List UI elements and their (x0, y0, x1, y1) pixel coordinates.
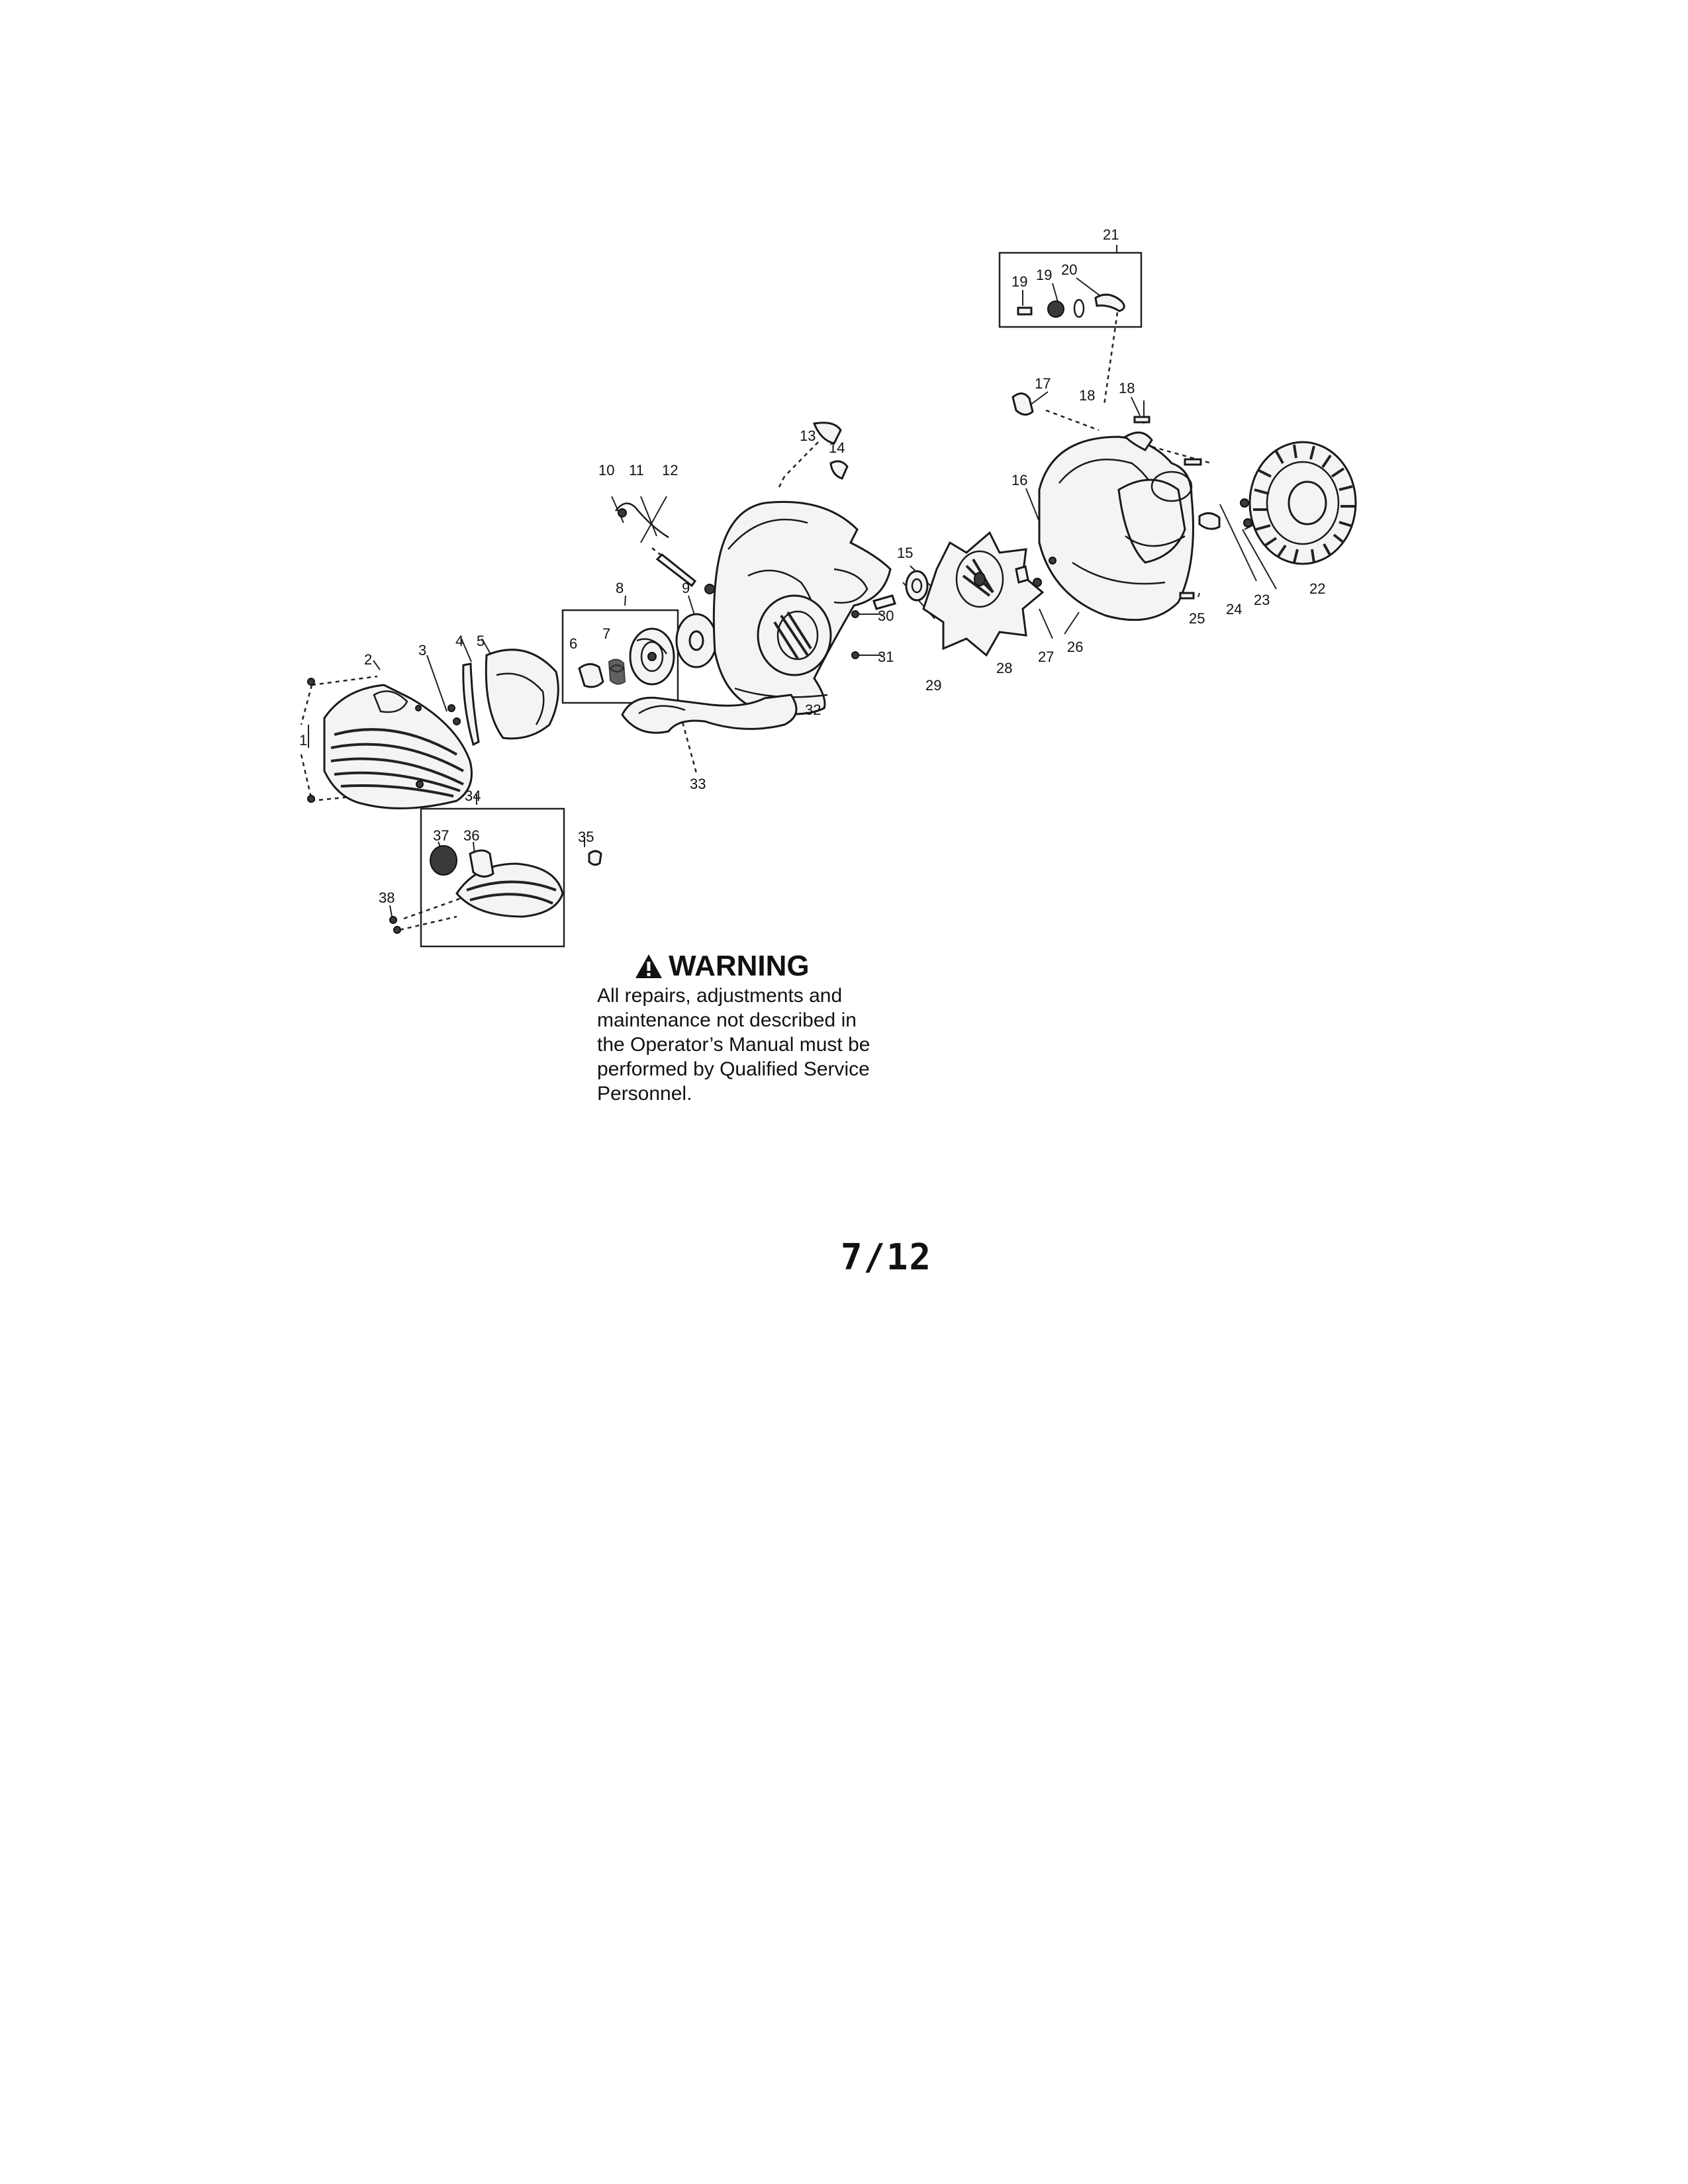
callout-37: 36 (463, 827, 479, 844)
callout-25: 24 (1226, 601, 1242, 617)
callout-6: 6 (569, 635, 577, 652)
callout-21: 20 (1061, 261, 1077, 278)
callout-39: 38 (379, 889, 395, 906)
kit-22-parts (1017, 293, 1125, 318)
callout-19a: 19 (1011, 273, 1027, 290)
callout-5: 5 (477, 633, 485, 649)
callout-15: 15 (897, 545, 913, 561)
nut-and-spacer (1015, 565, 1042, 587)
callout-34: 33 (690, 776, 706, 792)
callout-12: 12 (662, 462, 678, 478)
callout-19b: 18 (1119, 380, 1135, 396)
callout-27: 26 (1067, 639, 1083, 655)
warning-heading: WARNING (634, 952, 968, 981)
callout-30: 29 (925, 677, 941, 694)
callout-33: 32 (805, 702, 821, 718)
warning-body: All repairs, adjustments and maintenance… (597, 985, 870, 1105)
callout-1: 1 (299, 732, 307, 749)
warning-triangle-icon (635, 954, 662, 978)
wire-and-bolt (615, 502, 715, 594)
callout-18: 18 (1079, 387, 1095, 404)
callout-7: 7 (602, 625, 610, 642)
intake-grille-23 (1248, 441, 1357, 565)
callout-17: 17 (1035, 375, 1051, 392)
washer-9 (675, 613, 718, 668)
gasket-and-shroud (415, 649, 559, 747)
callout-14: 14 (829, 439, 845, 456)
front-cover-grille (307, 678, 473, 809)
callout-26: 25 (1189, 610, 1205, 627)
warning-title: WARNING (669, 950, 810, 982)
handle-34 (621, 694, 798, 734)
callout-2: 2 (364, 651, 372, 668)
callout-9: 9 (682, 580, 690, 596)
warning-notice: WARNING All repairs, adjustments and mai… (597, 952, 968, 1106)
callout-11: 11 (629, 462, 644, 478)
callout-38: 37 (433, 827, 449, 844)
callout-24: 23 (1254, 592, 1270, 608)
impeller-hardware (851, 570, 929, 659)
kit-box-22 (998, 251, 1143, 328)
fan-impeller-29 (922, 531, 1045, 657)
kit-box-35 (420, 807, 565, 948)
callout-13: 13 (800, 428, 816, 444)
callout-10: 10 (598, 462, 614, 478)
page-number: 7/12 (841, 1236, 933, 1278)
callout-31: 30 (878, 608, 894, 624)
callout-23: 22 (1309, 580, 1325, 597)
callout-35: 34 (465, 788, 481, 804)
housing-fasteners (1179, 498, 1252, 600)
kit-box-8 (561, 609, 679, 704)
blower-housing (1011, 392, 1202, 621)
callout-20: 19 (1036, 267, 1052, 283)
callout-16: 16 (1011, 472, 1027, 488)
air-filter-kit (389, 845, 602, 934)
callout-22: 21 (1103, 226, 1119, 243)
callout-labels: 21 19 19 20 17 18 18 16 22 23 24 25 26 2… (299, 226, 1325, 906)
engine-housing-33 (712, 422, 892, 715)
callout-32: 31 (878, 649, 894, 665)
starter-pulley-kit (578, 627, 675, 688)
callout-3: 3 (418, 642, 426, 659)
callout-28: 27 (1038, 649, 1054, 665)
callout-36: 35 (578, 829, 594, 845)
callout-29: 28 (996, 660, 1012, 676)
callout-8: 8 (616, 580, 624, 596)
callout-4: 4 (455, 633, 463, 649)
